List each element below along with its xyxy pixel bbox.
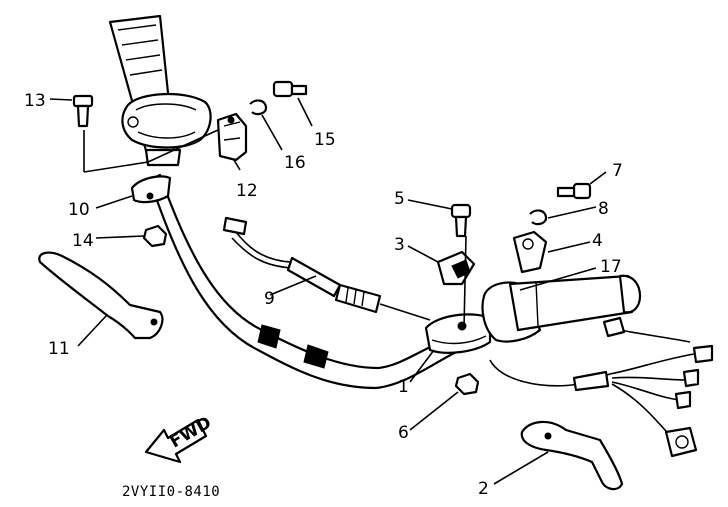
label-2: 2 (478, 479, 489, 499)
washer-16 (249, 99, 268, 116)
label-13: 13 (24, 91, 46, 111)
label-10: 10 (68, 200, 90, 220)
label-15: 15 (314, 130, 336, 150)
leader-lines (49, 97, 607, 485)
screw-7 (556, 182, 592, 200)
label-3: 3 (394, 235, 405, 255)
nut-14 (142, 224, 168, 248)
part-labels: 13 10 14 11 12 16 15 9 5 3 7 8 4 17 1 6 … (24, 91, 623, 499)
label-14: 14 (72, 231, 94, 251)
label-1: 1 (398, 377, 409, 397)
label-11: 11 (48, 339, 70, 359)
label-7: 7 (612, 161, 623, 181)
label-17: 17 (600, 257, 622, 277)
bracket-10 (130, 175, 172, 204)
label-4: 4 (592, 231, 603, 251)
left-lever-holder (121, 93, 212, 167)
holder-3 (436, 250, 476, 286)
lever-2 (520, 420, 624, 491)
throttle-17 (481, 274, 642, 343)
clamp-12 (216, 112, 248, 162)
label-16: 16 (284, 153, 306, 173)
lever-11 (38, 251, 164, 340)
screw-15 (272, 80, 308, 98)
wiring-harness (489, 316, 714, 458)
nut-6 (454, 372, 480, 396)
label-5: 5 (394, 189, 405, 209)
label-9: 9 (264, 289, 275, 309)
handlebar (108, 14, 462, 390)
label-6: 6 (398, 423, 409, 443)
bolt-5 (450, 203, 472, 238)
cable-9 (222, 216, 431, 321)
drawing-code: 2VYII0-8410 (122, 484, 220, 500)
lever-holder-1 (424, 313, 492, 354)
bolt-13 (72, 94, 94, 128)
holder-4 (512, 230, 548, 274)
label-12: 12 (236, 181, 258, 201)
washer-8 (529, 209, 548, 226)
label-8: 8 (598, 199, 609, 219)
fwd-arrow-icon: FWD (144, 413, 215, 464)
